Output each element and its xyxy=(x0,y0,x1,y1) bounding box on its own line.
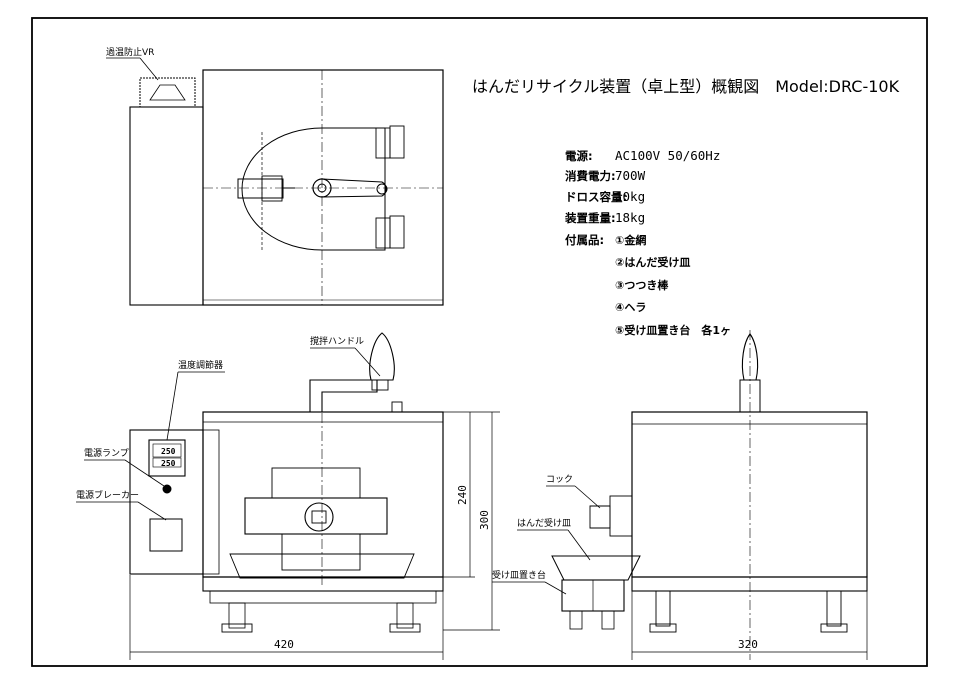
solder-tray-label: はんだ受け皿 xyxy=(517,517,571,529)
dim-height-body: 240 xyxy=(456,485,469,505)
overheat-vr-knob xyxy=(139,77,196,108)
front-view-tray xyxy=(229,553,415,579)
top-view-crank-arm xyxy=(321,178,387,198)
front-view-base xyxy=(202,576,444,592)
accessory-item-4: ④ヘラ xyxy=(615,301,646,314)
spec-label-accessories: 付属品: xyxy=(565,233,604,247)
front-dimension-lines xyxy=(129,411,500,660)
spec-value-weight: 18kg xyxy=(615,210,645,225)
dim-width-front: 420 xyxy=(274,638,294,651)
overheat-vr-label: 過温防止VR xyxy=(106,46,154,58)
top-view xyxy=(129,69,444,306)
spec-value-power: AC100V 50/60Hz xyxy=(615,148,720,163)
accessory-item-1: ①金網 xyxy=(615,233,646,247)
dim-width-side: 320 xyxy=(738,638,758,651)
accessory-item-3: ③つつき棒 xyxy=(615,278,669,292)
power-breaker xyxy=(149,518,183,552)
power-lamp-label: 電源ランプ xyxy=(84,448,129,459)
front-view-body xyxy=(202,411,444,578)
accessory-item-2: ②はんだ受け皿 xyxy=(615,255,690,269)
accessory-item-5: ⑤受け皿置き台 各1ヶ xyxy=(615,323,731,337)
stir-handle-label: 撹拌ハンドル xyxy=(310,335,364,347)
drawing-frame xyxy=(31,17,928,667)
side-view-body xyxy=(631,411,868,578)
power-breaker-label: 電源ブレーカー xyxy=(76,489,139,501)
tray-stand-label: 受け皿置き台 xyxy=(492,569,546,581)
temp-controller-label: 温度調節器 xyxy=(178,359,223,371)
spec-label-consumption: 消費電力: xyxy=(565,169,616,183)
spec-label-dross: ドロス容量: xyxy=(565,190,627,204)
cock-valve xyxy=(609,495,633,537)
dim-height-total: 300 xyxy=(478,510,491,530)
side-view-handle xyxy=(741,333,759,381)
spec-value-consumption: 700W xyxy=(615,168,646,183)
side-view xyxy=(551,330,868,660)
top-view-tray-outline xyxy=(241,127,386,251)
top-view-body xyxy=(202,69,444,306)
stir-handle xyxy=(309,379,378,413)
controller-sv: 250 xyxy=(161,459,176,468)
power-lamp xyxy=(162,484,172,494)
spec-label-power: 電源: xyxy=(565,149,593,163)
top-view-control-box xyxy=(129,106,204,306)
front-view-shaft xyxy=(304,502,334,532)
side-view-tray xyxy=(551,555,641,581)
controller-pv: 250 xyxy=(161,447,176,456)
spec-label-weight: 装置重量: xyxy=(564,211,616,225)
front-view xyxy=(129,332,444,633)
cock-label: コック xyxy=(546,474,573,485)
drawing-title: はんだリサイクル装置（卓上型）概観図 Model:DRC-10K xyxy=(472,77,900,96)
top-view-bracket xyxy=(237,178,284,199)
spec-list: 電源: AC100V 50/60Hz 消費電力: 700W ドロス容量: 10k… xyxy=(564,148,731,337)
spec-value-dross: 10kg xyxy=(615,189,645,204)
